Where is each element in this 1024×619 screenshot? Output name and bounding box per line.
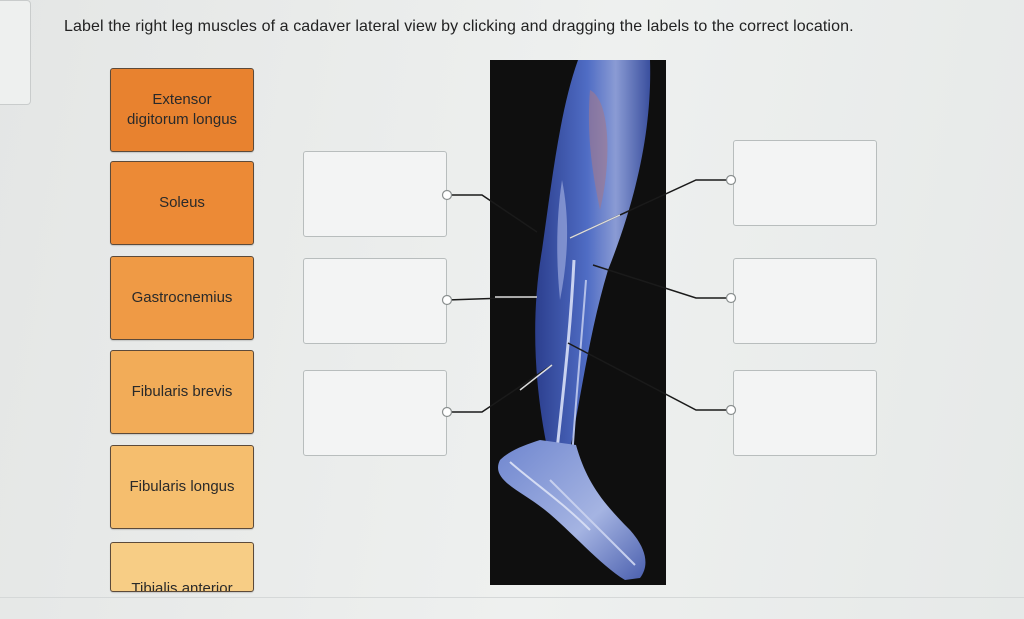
drop-zone-left-3[interactable] bbox=[303, 370, 447, 456]
anchor-dot-right-3 bbox=[725, 404, 737, 416]
label-gastrocnemius[interactable]: Gastrocnemius bbox=[110, 256, 254, 340]
leader-line-right-1 bbox=[569, 179, 731, 239]
label-soleus[interactable]: Soleus bbox=[110, 161, 254, 245]
anchor-dot-left-1 bbox=[441, 189, 453, 201]
instructions-text: Label the right leg muscles of a cadaver… bbox=[64, 18, 854, 35]
leader-line-left-1 bbox=[447, 194, 538, 233]
drop-zone-right-2[interactable] bbox=[733, 258, 877, 344]
label-text: Fibularis brevis bbox=[131, 383, 233, 400]
anchor-dot-right-1 bbox=[725, 174, 737, 186]
anchor-dot-left-3 bbox=[441, 406, 453, 418]
label-text: Tibialis anterior bbox=[131, 580, 233, 592]
drop-zone-right-3[interactable] bbox=[733, 370, 877, 456]
leader-line-right-2 bbox=[592, 264, 731, 299]
drop-zone-left-1[interactable] bbox=[303, 151, 447, 237]
label-fibularis-longus[interactable]: Fibularis longus bbox=[110, 445, 254, 529]
leader-line-right-3 bbox=[567, 342, 731, 411]
leg-muscle-image bbox=[490, 60, 666, 585]
label-fibularis-brevis[interactable]: Fibularis brevis bbox=[110, 350, 254, 434]
side-panel-tab[interactable] bbox=[0, 0, 31, 105]
label-line-2: digitorum longus bbox=[126, 111, 238, 128]
divider bbox=[0, 597, 1024, 598]
label-tibialis-anterior[interactable]: Tibialis anterior bbox=[110, 542, 254, 592]
label-extensor-digitorum-longus[interactable]: Extensor digitorum longus bbox=[110, 68, 254, 152]
label-text: Soleus bbox=[159, 194, 205, 211]
label-text: Gastrocnemius bbox=[131, 289, 233, 306]
anchor-dot-right-2 bbox=[725, 292, 737, 304]
label-line-1: Extensor bbox=[152, 91, 212, 108]
leg-muscle-illustration bbox=[498, 60, 651, 580]
leader-line-left-3 bbox=[447, 364, 553, 413]
anchor-dot-left-2 bbox=[441, 294, 453, 306]
label-text: Fibularis longus bbox=[129, 478, 235, 495]
drop-zone-left-2[interactable] bbox=[303, 258, 447, 344]
drop-zone-right-1[interactable] bbox=[733, 140, 877, 226]
